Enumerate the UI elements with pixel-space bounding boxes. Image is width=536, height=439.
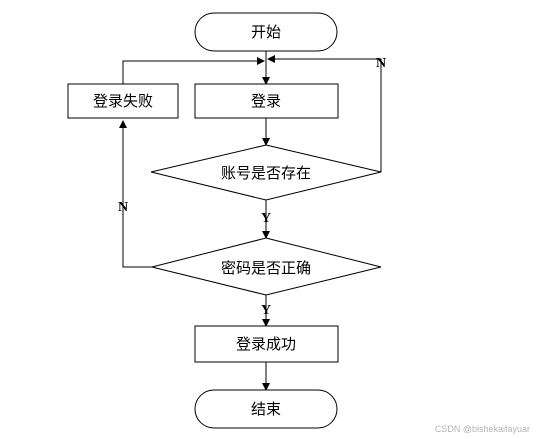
start-shape — [194, 12, 338, 52]
login-success-process: 登录成功 — [194, 325, 339, 363]
login-failed-label: 登录失败 — [93, 92, 153, 110]
account-no-label: N — [376, 56, 386, 71]
password-correct-shape — [151, 237, 382, 296]
end-label: 结束 — [251, 400, 281, 418]
login-shape — [194, 83, 339, 119]
edge-password-no — [119, 120, 152, 268]
end-terminator: 结束 — [194, 389, 338, 429]
login-failed-shape — [67, 83, 179, 119]
login-process: 登录 — [194, 83, 339, 119]
password-no-label: N — [118, 200, 128, 215]
edge-failed-to-login — [122, 57, 265, 84]
account-exists-decision: 账号是否存在 — [150, 144, 382, 201]
account-exists-shape — [150, 144, 382, 201]
edge-account-no-loop — [267, 55, 382, 172]
password-correct-decision: 密码是否正确 — [151, 237, 382, 296]
watermark-text: CSDN @bishekaifayuar — [434, 424, 530, 434]
account-yes-label: Y — [261, 211, 271, 226]
account-exists-label: 账号是否存在 — [221, 164, 311, 182]
login-label: 登录 — [251, 92, 281, 110]
login-success-shape — [194, 325, 339, 363]
password-correct-label: 密码是否正确 — [221, 259, 311, 277]
start-label: 开始 — [251, 23, 281, 41]
password-yes-label: Y — [261, 303, 271, 318]
login-failed-process: 登录失败 — [67, 83, 179, 119]
login-success-label: 登录成功 — [236, 335, 296, 353]
start-terminator: 开始 — [194, 12, 338, 52]
end-shape — [194, 389, 338, 429]
